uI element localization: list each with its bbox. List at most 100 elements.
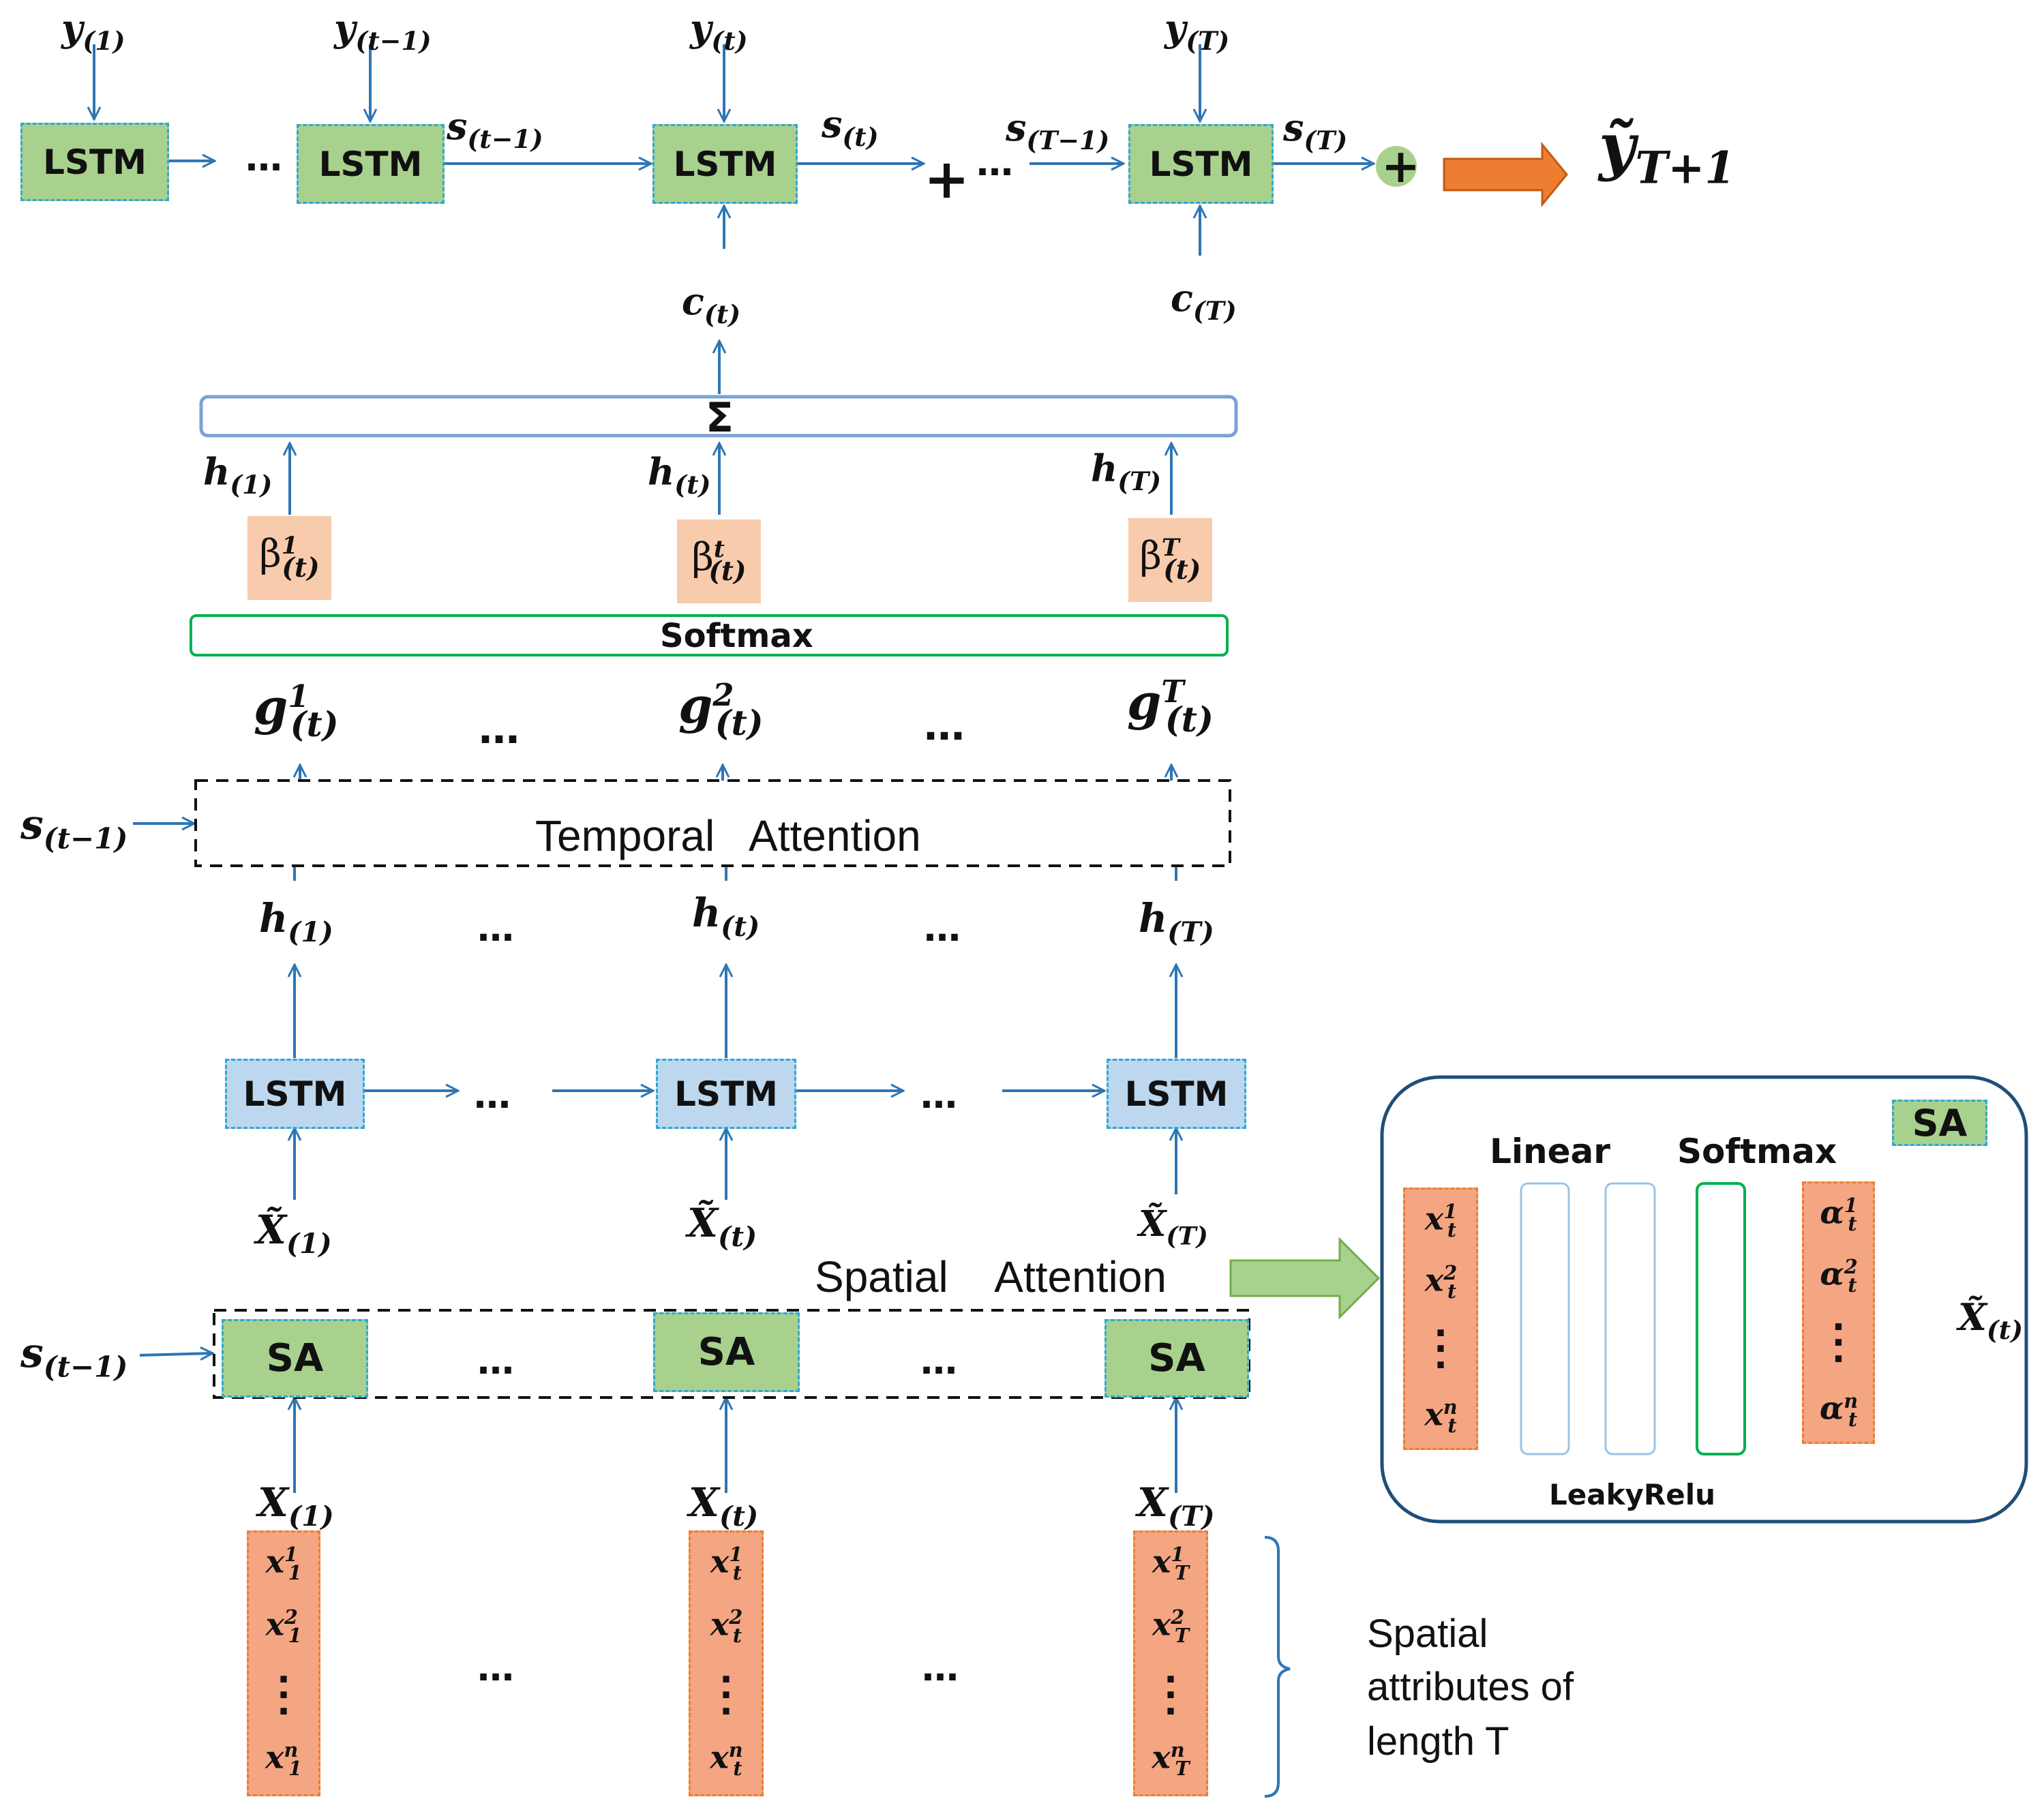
encoder-lstm-T-label: LSTM	[1124, 1074, 1229, 1114]
sa-detail-linear-label: Linear	[1490, 1132, 1610, 1171]
decoder-state-s-t-1: s(t−1)	[447, 104, 543, 155]
brace-note-line2: attributes of	[1367, 1665, 1574, 1709]
beta-box-t: βt(t)	[677, 519, 761, 603]
decoder-lstm-t-1: LSTM	[297, 124, 445, 204]
attr-T-n: xnT	[1152, 1738, 1190, 1780]
softmax-layer	[1696, 1182, 1746, 1455]
sa-in-vdots: ···	[1434, 1313, 1447, 1386]
temporal-attention-label: Temporal Attention	[535, 811, 921, 860]
encoder-ellipsis-2: …	[920, 1074, 959, 1117]
attribute-column-t: x1t x2t ··· xnt	[689, 1530, 764, 1796]
score-g1: g1(t)	[254, 678, 339, 744]
g-ellipsis-1: …	[479, 706, 521, 753]
decoder-input-y-t: y(t)	[690, 6, 748, 57]
attribute-column-T: x1T x2T ··· xnT	[1133, 1530, 1208, 1796]
encoder-input-xtT: X̃(T)	[1139, 1203, 1208, 1251]
green-detail-arrow	[1229, 1237, 1381, 1320]
raw-input-x1: X(1)	[258, 1479, 334, 1533]
brace-note-line1: Spatial	[1367, 1612, 1488, 1656]
sa-in-2: x2t	[1424, 1261, 1458, 1303]
brace-note-line3: length T	[1367, 1719, 1509, 1764]
score-gT: gT(t)	[1127, 673, 1214, 740]
attr-t-1: x1t	[710, 1543, 743, 1584]
sa-detail-softmax-label: Softmax	[1677, 1132, 1837, 1171]
attr-T-2: x2T	[1152, 1605, 1190, 1647]
sa-block-T: SA	[1104, 1319, 1249, 1398]
sum-input-h1: h(1)	[203, 450, 273, 500]
decoder-input-y1: y(1)	[61, 6, 125, 57]
encoder-hT: h(T)	[1139, 895, 1214, 949]
sa-ellipsis-2: …	[920, 1340, 959, 1383]
temporal-state-s: s(t−1)	[20, 801, 128, 856]
attribute-column-1: x11 x21 ··· xn1	[247, 1530, 320, 1796]
attr-T-vdots: ···	[1164, 1659, 1177, 1732]
h-ellipsis-2: …	[924, 907, 962, 950]
decoder-lstm-t: LSTM	[652, 124, 798, 204]
attr-t-2: x2t	[710, 1605, 743, 1647]
attr-1-1: x11	[265, 1543, 302, 1584]
sa-detail-output: X̃(t)	[1958, 1295, 2024, 1346]
sa-block-t: SA	[653, 1312, 800, 1392]
attr-1-n: xn1	[265, 1738, 302, 1780]
sum-symbol: Σ	[706, 394, 734, 442]
raw-input-xt: X(t)	[689, 1479, 759, 1533]
prediction-output: ỹT+1	[1599, 109, 1736, 194]
beta-T: βT(t)	[1139, 534, 1201, 586]
beta-1: β1(t)	[259, 532, 320, 584]
sa-detail-alpha-column: α1t α2t ··· αnt	[1802, 1181, 1875, 1444]
column-ellipsis-2: …	[922, 1646, 960, 1689]
sa-detail-input-column: x1t x2t ··· xnt	[1403, 1188, 1478, 1450]
beta-box-T: βT(t)	[1128, 518, 1212, 602]
encoder-input-xt1: X̃(1)	[256, 1207, 332, 1260]
decoder-state-s-T: s(T)	[1283, 106, 1348, 156]
sum-bar	[199, 395, 1238, 438]
encoder-h1: h(1)	[259, 895, 333, 949]
sa-alpha-vdots: ···	[1831, 1307, 1846, 1380]
sa-block-T-label: SA	[1148, 1336, 1205, 1380]
sum-input-hT: h(T)	[1091, 447, 1162, 497]
g-ellipsis-2: …	[924, 702, 966, 750]
sa-detail-badge: SA	[1892, 1100, 1987, 1146]
encoder-lstm-t-label: LSTM	[674, 1074, 778, 1114]
softmax-bar	[190, 614, 1229, 656]
attr-1-2: x21	[265, 1605, 302, 1647]
attr-1-vdots: ···	[277, 1659, 290, 1732]
sa-in-n: xnt	[1424, 1395, 1458, 1437]
attr-t-vdots: ···	[719, 1659, 733, 1732]
sa-ellipsis-1: …	[477, 1340, 515, 1383]
decoder-lstm-t-label: LSTM	[673, 144, 777, 184]
attr-T-1: x1T	[1152, 1543, 1190, 1584]
sum-input-ht: h(t)	[648, 450, 711, 500]
linear-layer-1	[1520, 1182, 1570, 1455]
raw-input-xT: X(T)	[1137, 1479, 1215, 1533]
decoder-ellipsis-2: …	[976, 141, 1015, 184]
sa-alpha-2: α2t	[1820, 1255, 1858, 1297]
score-g2: g2(t)	[678, 676, 764, 743]
softmax-label: Softmax	[660, 617, 813, 655]
decoder-lstm-t-1-label: LSTM	[318, 144, 423, 184]
sa-block-1: SA	[222, 1319, 368, 1398]
encoder-lstm-t: LSTM	[656, 1059, 796, 1129]
decoder-lstm-T: LSTM	[1128, 124, 1274, 204]
sa-alpha-n: αnt	[1819, 1389, 1859, 1431]
decoder-lstm-1-label: LSTM	[43, 142, 147, 182]
sa-block-1-label: SA	[266, 1336, 324, 1380]
h-ellipsis-1: …	[477, 907, 515, 950]
decoder-state-s-t: s(t)	[822, 102, 879, 153]
encoder-input-xtt: X̃(t)	[687, 1200, 757, 1254]
arrow-s-sa	[139, 1353, 213, 1355]
spatial-state-s: s(t−1)	[20, 1329, 128, 1384]
beta-t: βt(t)	[691, 535, 747, 587]
decoder-state-s-T-1: s(T−1)	[1006, 106, 1110, 156]
decoder-lstm-T-label: LSTM	[1149, 144, 1253, 184]
sa-alpha-1: α1t	[1820, 1194, 1858, 1235]
decoder-lstm-1: LSTM	[20, 123, 169, 201]
attr-t-n: xnt	[710, 1738, 743, 1780]
encoder-ht: h(t)	[692, 890, 760, 943]
attributes-brace	[1264, 1536, 1291, 1798]
plus-circle-T	[1376, 146, 1417, 187]
linear-layer-2	[1604, 1182, 1656, 1455]
plus-sign-t: +	[924, 147, 970, 211]
sa-detail-leakyrelu-label: LeakyRelu	[1549, 1478, 1716, 1511]
context-c-t: c(t)	[682, 280, 741, 330]
